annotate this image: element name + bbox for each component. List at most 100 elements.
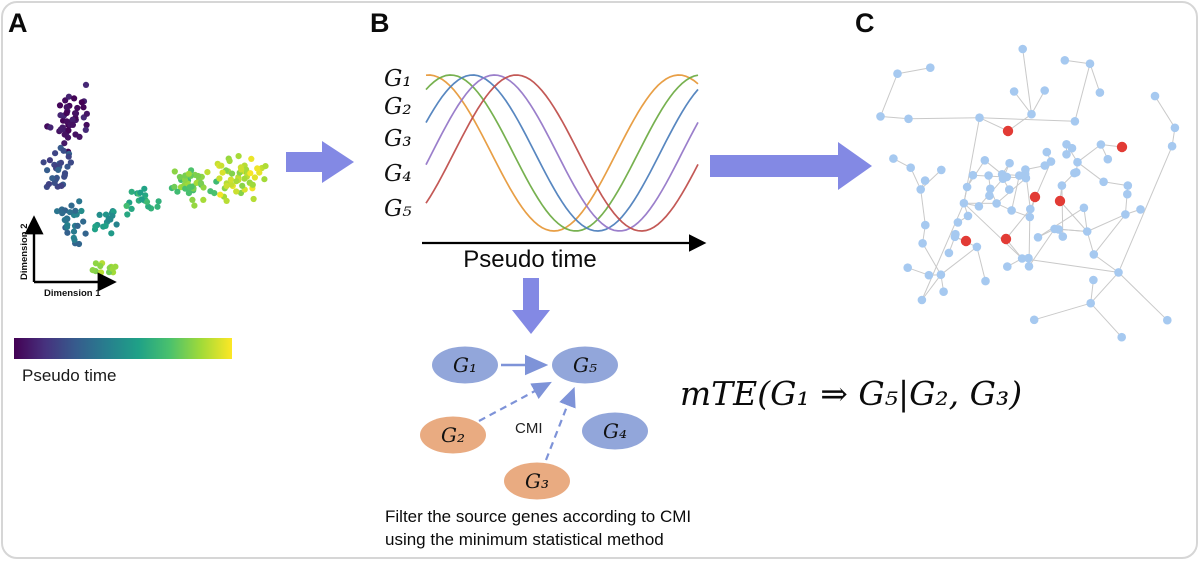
- network-node: [1057, 181, 1067, 190]
- network-node: [889, 154, 898, 163]
- network-node: [1103, 154, 1113, 164]
- node-g2: [420, 416, 486, 454]
- network-node: [920, 176, 930, 185]
- pseudotime-axis-label: Pseudo time: [463, 246, 597, 273]
- network-node: [1029, 315, 1039, 325]
- cell-scatter-point: [71, 236, 78, 243]
- cell-scatter-point: [64, 163, 71, 170]
- network-node: [1163, 315, 1172, 325]
- network-node: [975, 113, 984, 122]
- cell-scatter-point: [97, 269, 105, 276]
- cell-scatter-point: [137, 189, 144, 196]
- cell-scatter-point: [82, 81, 90, 88]
- network-edge: [1089, 63, 1101, 93]
- cell-scatter-point: [204, 169, 211, 176]
- cell-scatter-point: [185, 170, 192, 177]
- network-edge: [1037, 207, 1085, 238]
- cell-scatter-point: [241, 175, 248, 182]
- cell-scatter-point: [228, 181, 235, 188]
- network-node: [921, 220, 930, 230]
- cell-scatter-point: [52, 150, 59, 157]
- network-edge: [1059, 200, 1088, 232]
- network-edge: [1077, 144, 1102, 163]
- cell-scatter-point: [142, 192, 149, 199]
- network-node: [959, 198, 969, 208]
- network-node: [906, 163, 915, 172]
- network-node: [1170, 123, 1180, 133]
- network-edge: [921, 274, 942, 301]
- node-g1-label: G₁: [453, 353, 477, 377]
- network-edge: [1005, 208, 1031, 240]
- network-node: [974, 202, 984, 211]
- cell-scatter-point: [247, 170, 254, 177]
- cell-scatter-point: [72, 207, 79, 214]
- network-edge: [1022, 48, 1032, 115]
- cell-scatter-point: [57, 112, 64, 119]
- network-node: [1026, 204, 1035, 214]
- network-node: [984, 171, 993, 180]
- network-node: [1007, 206, 1016, 215]
- network-node: [985, 191, 994, 200]
- network-node: [972, 242, 982, 252]
- network-node: [1079, 203, 1089, 213]
- dimension2-axis-label: Dimension 2: [19, 224, 30, 281]
- cell-scatter-point: [59, 210, 66, 217]
- network-node: [876, 112, 885, 121]
- arrow-curves-to-network: [512, 278, 550, 334]
- panel-a-label: A: [8, 8, 28, 38]
- cell-scatter-point: [217, 191, 224, 198]
- network-node: [1027, 109, 1036, 119]
- network-node: [1060, 56, 1070, 65]
- cell-scatter-point: [250, 195, 257, 203]
- gene-label-g4: G₄: [384, 161, 412, 187]
- cell-scatter-point: [112, 263, 119, 270]
- network-node: [926, 63, 935, 72]
- expression-curve: [425, 74, 699, 232]
- cell-scatter-point: [194, 172, 202, 180]
- gene-interaction-network: G₁ G₅ G₂ G₄ G₃ CMI: [420, 346, 648, 500]
- gene-label-g5: G₅: [384, 196, 412, 222]
- network-edge: [1093, 214, 1126, 255]
- network-node: [951, 229, 960, 239]
- network-edge: [1090, 272, 1119, 304]
- cell-scatter-point: [233, 178, 240, 185]
- network-node: [944, 248, 954, 258]
- pseudotime-colorbar: [14, 338, 232, 359]
- network-node: [1095, 88, 1105, 97]
- network-node: [1067, 143, 1077, 153]
- network-node: [1086, 298, 1095, 308]
- gene-expression-curves: G₁ G₂ G₃ G₄ G₅: [384, 66, 707, 252]
- cell-scatter-point: [57, 159, 65, 166]
- network-node-highlighted: [1029, 191, 1041, 203]
- cell-scatter-point: [71, 95, 78, 102]
- cell-scatter-point: [80, 104, 87, 111]
- expression-curve: [425, 74, 699, 232]
- network-edge: [1028, 228, 1056, 267]
- cell-scatter-point: [76, 198, 83, 205]
- node-g5: [552, 346, 618, 384]
- cell-scatter-point: [128, 188, 135, 195]
- arrow-b-to-c-shape: [710, 142, 872, 190]
- network-edge: [1154, 95, 1176, 129]
- cell-scatter-point: [123, 202, 130, 209]
- network-edge: [979, 117, 1009, 132]
- cell-scatter-point: [76, 133, 83, 140]
- network-node: [1033, 233, 1043, 242]
- network-node: [1046, 157, 1056, 166]
- network-node: [1150, 91, 1160, 101]
- cell-scatter-point: [65, 153, 72, 160]
- cell-scatter-point: [61, 131, 68, 138]
- network-node: [1040, 161, 1050, 170]
- cell-scatter-point: [105, 215, 113, 222]
- network-node: [917, 295, 927, 305]
- network-node: [936, 270, 946, 279]
- network-node: [963, 211, 973, 221]
- cell-scatter-point: [67, 159, 74, 166]
- mte-formula: mTE(G₁ ⇒ G₅|G₂, G₃): [679, 374, 1023, 413]
- network-node: [924, 270, 934, 280]
- cell-scatter-point: [82, 230, 89, 237]
- cell-scatter-point: [56, 102, 64, 109]
- cell-scatter-point: [141, 185, 148, 192]
- cell-scatter-point: [186, 184, 193, 191]
- network-edge: [1013, 91, 1032, 115]
